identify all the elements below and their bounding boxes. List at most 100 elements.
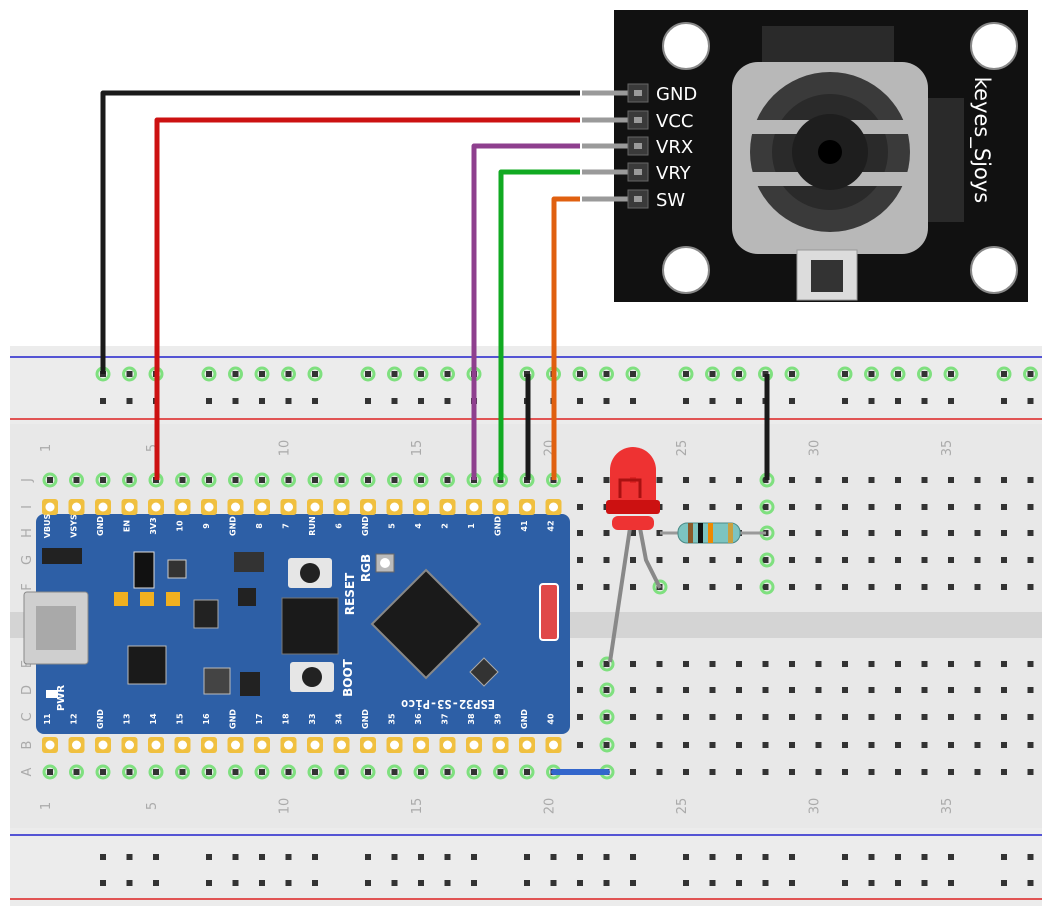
rail-hole <box>842 854 848 860</box>
breadboard-hole <box>921 661 928 667</box>
rail-hole <box>285 371 292 377</box>
vry-wire <box>498 169 580 480</box>
rail-hole <box>550 880 557 886</box>
board-pin-label: 34 <box>335 713 344 725</box>
resistor-band-4 <box>728 523 733 543</box>
connection-highlight <box>625 366 641 382</box>
connection-highlight <box>201 472 217 488</box>
rail-hole <box>391 398 398 404</box>
board-pin-label: 17 <box>255 713 264 724</box>
rail-hole <box>365 880 371 886</box>
breadboard-hole <box>656 661 663 667</box>
reset-button-cap <box>300 563 320 583</box>
rail-hole <box>603 854 610 860</box>
board-pin-hole <box>443 502 452 512</box>
connection-highlight <box>864 366 879 382</box>
breadboard-hole <box>921 557 928 563</box>
row-letter: G <box>20 555 35 565</box>
board-pin-hole <box>469 502 479 512</box>
breadboard-hole <box>762 504 769 510</box>
breadboard-hole <box>815 769 822 775</box>
breadboard-hole <box>179 769 186 775</box>
connection-highlight <box>731 366 747 382</box>
breadboard-hole <box>1001 742 1007 748</box>
rail-hole <box>206 880 212 886</box>
board-pin-label: 3V3 <box>149 517 158 534</box>
chip-misc <box>240 672 260 696</box>
rail-hole <box>789 880 795 886</box>
breadboard-hole <box>656 477 663 483</box>
breadboard-hole <box>921 504 928 510</box>
rail-hole <box>365 854 371 860</box>
column-number: 10 <box>278 798 293 815</box>
board-pin-hole <box>72 502 81 512</box>
board-pin-hole <box>416 740 426 750</box>
joystick-pin-tip <box>634 196 642 202</box>
chip-tiny <box>167 559 187 579</box>
board-pin-label: 12 <box>70 713 79 724</box>
breadboard-hole <box>736 687 742 693</box>
joystick-pin-tip <box>634 90 642 96</box>
rail-hole <box>259 371 265 377</box>
connection-highlight <box>360 472 376 488</box>
column-number: 25 <box>675 440 690 457</box>
connection-highlight <box>917 366 932 382</box>
breadboard-hole <box>789 504 795 510</box>
rail-hole <box>630 880 636 886</box>
rail-hole <box>1027 398 1034 404</box>
rail-hole <box>789 854 795 860</box>
board-pin-hole <box>310 502 320 512</box>
mount-hole-tr <box>970 22 1018 70</box>
column-number: 25 <box>675 798 690 815</box>
flash-chip <box>281 597 339 655</box>
breadboard-hole <box>656 769 663 775</box>
board-pin-label: 36 <box>414 713 423 725</box>
rail-hole <box>1027 371 1034 377</box>
breadboard-hole <box>709 661 716 667</box>
column-number: 1 <box>39 444 54 452</box>
breadboard-hole <box>683 714 689 720</box>
breadboard-hole <box>709 714 716 720</box>
breadboard-hole <box>868 584 875 590</box>
board-pin-label: 37 <box>441 713 450 724</box>
breadboard-hole <box>577 530 583 536</box>
breadboard-hole <box>391 769 398 775</box>
rail-hole <box>603 371 610 377</box>
rail-hole <box>868 371 875 377</box>
breadboard-hole <box>312 477 318 483</box>
column-number: 15 <box>410 440 425 457</box>
board-pin-label: GND <box>96 516 105 536</box>
board-pin-hole <box>257 740 267 750</box>
red-component <box>539 583 559 641</box>
rail-hole <box>471 880 477 886</box>
breadboard-hole <box>1001 530 1007 536</box>
breadboard-hole <box>895 742 901 748</box>
connection-highlight <box>307 366 323 382</box>
board-pin-label: GND <box>96 709 105 729</box>
breadboard-hole <box>709 742 716 748</box>
usb-port <box>36 606 76 650</box>
rail-hole <box>948 371 954 377</box>
pwr-label: PWR <box>56 685 67 711</box>
column-number: 15 <box>410 798 425 815</box>
connection-highlight <box>599 682 615 698</box>
breadboard-hole <box>126 769 133 775</box>
breadboard-hole <box>391 477 398 483</box>
resistor <box>660 522 766 544</box>
breadboard-hole <box>603 584 610 590</box>
board-pin-hole <box>337 740 346 750</box>
breadboard-hole <box>842 661 848 667</box>
breadboard-hole <box>603 714 610 720</box>
breadboard-hole <box>577 661 583 667</box>
joystick-pin-label: SW <box>656 190 685 211</box>
rail-hole <box>868 880 875 886</box>
rail-hole <box>206 854 212 860</box>
chip-small <box>133 551 155 589</box>
breadboard-hole <box>762 769 769 775</box>
rail-hole <box>418 880 424 886</box>
breadboard-hole <box>603 557 610 563</box>
rail-hole <box>709 880 716 886</box>
breadboard-hole <box>232 477 239 483</box>
